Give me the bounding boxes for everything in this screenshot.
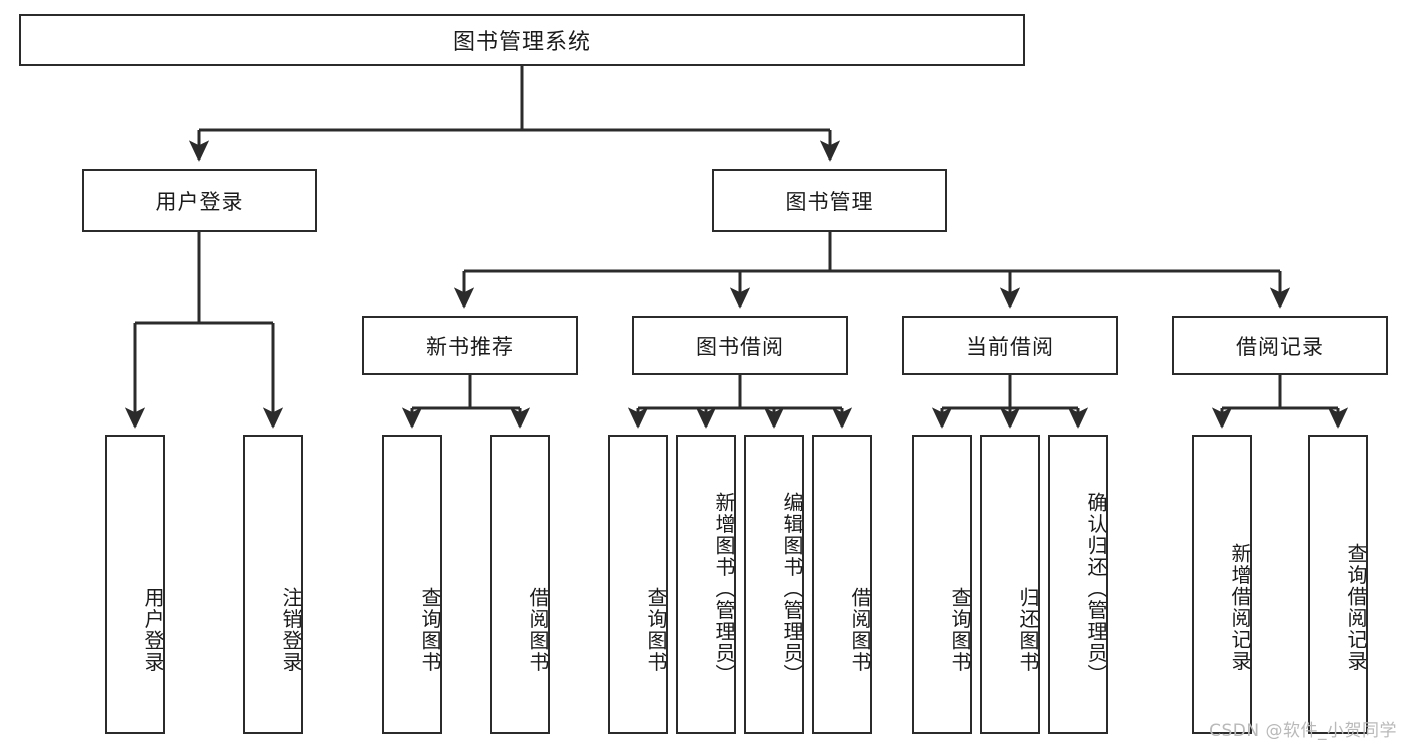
node-user-login[interactable]: 用户登录 xyxy=(82,169,317,232)
node-book-manage-label: 图书管理 xyxy=(785,189,874,214)
leaf-query-book-1-label: 查询图书 xyxy=(418,586,442,673)
leaf-borrow-book-2[interactable]: 借阅图书 xyxy=(812,435,872,734)
leaf-add-book[interactable]: 新增图书（管理员） xyxy=(676,435,736,734)
leaf-query-record[interactable]: 查询借阅记录 xyxy=(1308,435,1368,734)
node-book-borrow-label: 图书借阅 xyxy=(696,334,784,359)
leaf-user-logout-label: 注销登录 xyxy=(279,586,303,673)
node-borrow-record[interactable]: 借阅记录 xyxy=(1172,316,1388,375)
leaf-borrow-book-2-label: 借阅图书 xyxy=(848,586,872,673)
leaf-query-record-label: 查询借阅记录 xyxy=(1344,542,1368,672)
leaf-query-book-2[interactable]: 查询图书 xyxy=(608,435,668,734)
leaf-add-record-label: 新增借阅记录 xyxy=(1228,542,1252,672)
leaf-edit-book[interactable]: 编辑图书（管理员） xyxy=(744,435,804,734)
node-borrow-record-label: 借阅记录 xyxy=(1236,334,1324,359)
leaf-edit-book-label: 编辑图书（管理员） xyxy=(780,491,804,686)
leaf-query-book-3[interactable]: 查询图书 xyxy=(912,435,972,734)
leaf-add-book-label: 新增图书（管理员） xyxy=(712,491,736,686)
node-book-manage[interactable]: 图书管理 xyxy=(712,169,947,232)
leaf-user-login-label: 用户登录 xyxy=(141,586,165,673)
leaf-user-login[interactable]: 用户登录 xyxy=(105,435,165,734)
node-root-label: 图书管理系统 xyxy=(452,30,591,55)
leaf-query-book-1[interactable]: 查询图书 xyxy=(382,435,442,734)
node-new-book-rec[interactable]: 新书推荐 xyxy=(362,316,578,375)
leaf-return-book[interactable]: 归还图书 xyxy=(980,435,1040,734)
node-book-borrow[interactable]: 图书借阅 xyxy=(632,316,848,375)
leaf-borrow-book-1[interactable]: 借阅图书 xyxy=(490,435,550,734)
leaf-query-book-2-label: 查询图书 xyxy=(644,586,668,673)
node-user-login-label: 用户登录 xyxy=(155,189,244,214)
node-root[interactable]: 图书管理系统 xyxy=(19,14,1025,66)
leaf-return-book-label: 归还图书 xyxy=(1016,586,1040,673)
leaf-confirm-return-label: 确认归还（管理员） xyxy=(1084,491,1108,686)
leaf-add-record[interactable]: 新增借阅记录 xyxy=(1192,435,1252,734)
leaf-borrow-book-1-label: 借阅图书 xyxy=(526,586,550,673)
node-current-borrow-label: 当前借阅 xyxy=(966,334,1054,359)
node-new-book-rec-label: 新书推荐 xyxy=(426,334,514,359)
leaf-query-book-3-label: 查询图书 xyxy=(948,586,972,673)
node-current-borrow[interactable]: 当前借阅 xyxy=(902,316,1118,375)
leaf-user-logout[interactable]: 注销登录 xyxy=(243,435,303,734)
leaf-confirm-return[interactable]: 确认归还（管理员） xyxy=(1048,435,1108,734)
